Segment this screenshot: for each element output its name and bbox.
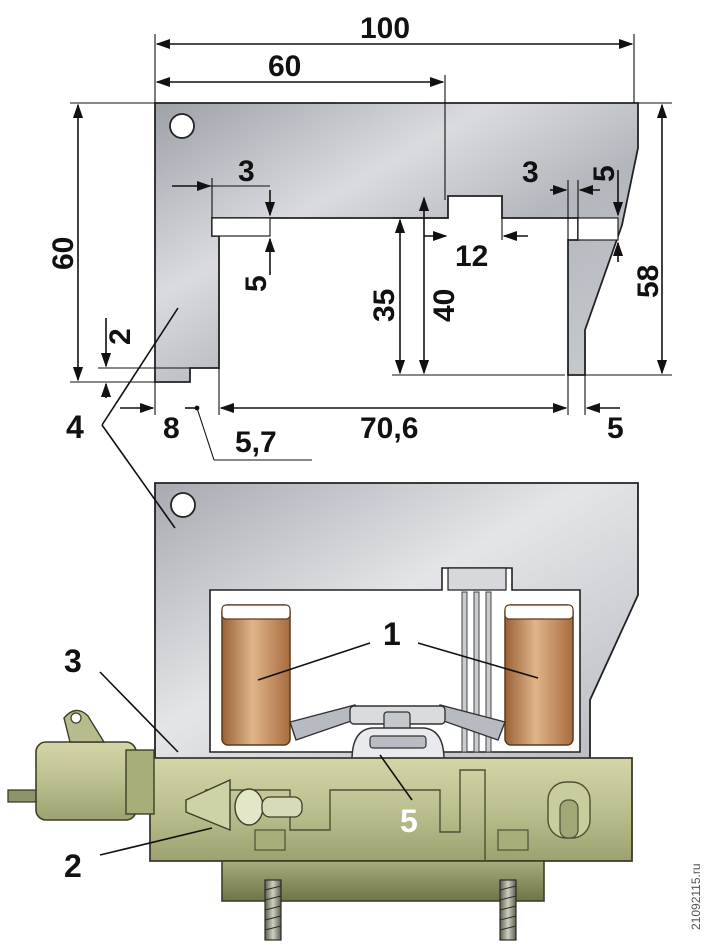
dim-slot-right-depth: 5 <box>588 165 621 182</box>
left-slot <box>211 217 271 237</box>
dim-slot-left-depth: 5 <box>240 275 273 292</box>
dim-tab-width: 12 <box>455 240 488 273</box>
dim-left-leg: 8 <box>163 412 180 445</box>
callout-magnet-coils: 1 <box>383 616 401 652</box>
callout-contact: 5 <box>400 803 418 839</box>
dim-notch: 2 <box>104 328 137 345</box>
watermark: 21092115.ru <box>689 863 703 930</box>
right-screw <box>499 879 517 941</box>
mounting-hole <box>169 113 195 139</box>
plate-outline <box>154 102 639 383</box>
left-coil <box>221 604 291 746</box>
relay-mounting-hole <box>170 492 196 518</box>
dim-top-width: 100 <box>360 12 410 45</box>
callouts: 4 1 3 2 5 <box>64 307 539 884</box>
callout-cover: 3 <box>64 643 82 679</box>
right-slot <box>577 217 619 241</box>
dim-span: 70,6 <box>360 412 418 445</box>
callout-housing: 2 <box>64 848 82 884</box>
assembled-relay-view <box>7 482 639 941</box>
dim-slot-right: 3 <box>522 156 539 189</box>
dim-window-40: 40 <box>428 289 461 322</box>
dim-step: 5,7 <box>235 426 277 459</box>
right-coil <box>504 604 574 746</box>
callout-plate: 4 <box>66 409 84 445</box>
dim-slot-left: 3 <box>238 155 255 188</box>
connector-plug <box>7 709 155 821</box>
dimensioned-plate-view: 100 60 60 58 3 5 3 5 <box>47 12 672 461</box>
dim-inner-width: 60 <box>268 50 301 83</box>
dim-left-height: 60 <box>47 237 80 270</box>
dim-right-height: 58 <box>632 265 665 298</box>
dim-right-leg: 5 <box>607 412 624 445</box>
left-screw <box>264 879 282 941</box>
dim-window-35: 35 <box>368 289 401 322</box>
